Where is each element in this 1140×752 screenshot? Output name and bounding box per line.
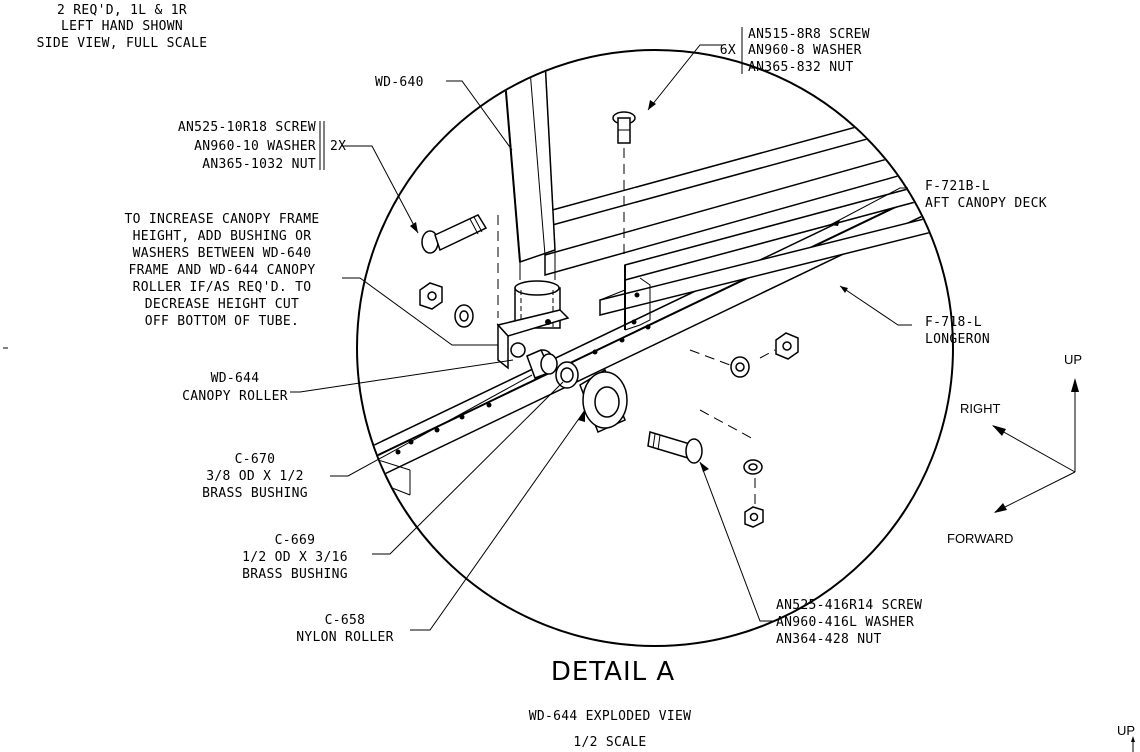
corner-up-label: UP [1117,723,1135,738]
note-line-3: WASHERS BETWEEN WD-640 [133,246,312,261]
left-screw-qty: 2X [330,139,346,154]
leader-lines [290,44,912,631]
bottom-screw [647,431,764,528]
header-line-1: 2 REQ'D, 1L & 1R [57,3,187,18]
f721b-line-1: F-721B-L [925,179,990,194]
left-screw-line-1: AN525-10R18 SCREW [178,120,316,135]
detail-subtitle-1: WD-644 EXPLODED VIEW [529,709,692,724]
header-line-2: LEFT HAND SHOWN [61,19,183,34]
left-screw-line-2: AN960-10 WASHER [194,139,316,154]
c670-line-2: 3/8 OD X 1/2 [206,469,304,484]
c670-line-1: C-670 [235,452,276,467]
wd644-line-2: CANOPY ROLLER [182,389,288,404]
c670-line-3: BRASS BUSHING [202,486,308,501]
left-screw-line-3: AN365-1032 NUT [202,157,316,172]
note-line-7: OFF BOTTOM OF TUBE. [145,314,299,329]
label-wd640: WD-640 [375,75,424,90]
left-screw [421,214,488,254]
right-nut-washer [730,332,799,378]
top-screw-line-3: AN365-832 NUT [748,60,854,75]
note-line-4: FRAME AND WD-644 CANOPY [129,263,316,278]
c669-bushing [555,361,579,389]
parts-group [367,58,952,528]
c658-roller [579,368,628,434]
aft-canopy-deck [544,99,952,331]
axis-up-label: UP [1064,352,1082,367]
c658-line-1: C-658 [325,613,366,628]
f718-line-2: LONGERON [925,332,990,347]
c658-line-2: NYLON ROLLER [296,630,394,645]
c670-bushing [526,349,558,379]
detail-subtitle-2: 1/2 SCALE [573,735,646,750]
f718-line-1: F-718-L [925,315,982,330]
c669-line-3: BRASS BUSHING [242,567,348,582]
bottom-screw-line-2: AN960-416L WASHER [776,615,914,630]
axis-forward-label: FORWARD [947,531,1013,546]
f721b-line-2: AFT CANOPY DECK [925,196,1047,211]
bottom-screw-line-1: AN525-416R14 SCREW [776,598,922,613]
c669-line-1: C-669 [275,533,316,548]
wd640-frame [504,58,556,280]
c669-line-2: 1/2 OD X 3/16 [242,550,348,565]
note-line-2: HEIGHT, ADD BUSHING OR [133,229,312,244]
top-screw-qty: 6X [720,43,736,58]
top-screw-line-2: AN960-8 WASHER [748,43,862,58]
axis-indicator [992,378,1079,513]
note-line-1: TO INCREASE CANOPY FRAME [124,212,319,227]
detail-title: DETAIL A [551,657,675,687]
axis-right-label: RIGHT [960,401,1001,416]
wd644-line-1: WD-644 [211,371,260,386]
wd644-bracket [496,280,570,370]
note-line-5: ROLLER IF/AS REQ'D. TO [133,280,312,295]
header-line-3: SIDE VIEW, FULL SCALE [37,36,208,51]
bottom-screw-line-3: AN364-428 NUT [776,632,882,647]
note-line-6: DECREASE HEIGHT CUT [145,297,299,312]
top-screw [612,111,636,144]
left-nut-washer [419,282,474,328]
top-screw-line-1: AN515-8R8 SCREW [748,27,870,42]
detail-circle [356,49,954,647]
